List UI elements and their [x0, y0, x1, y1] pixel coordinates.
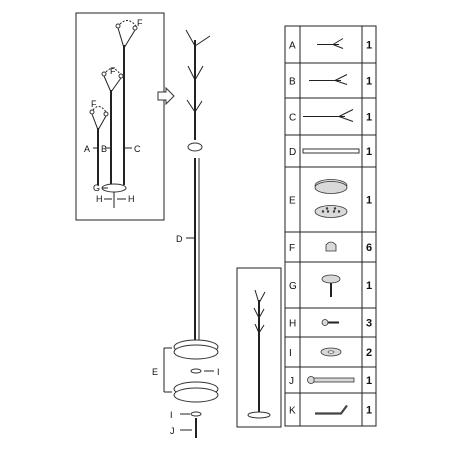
- part-quantity: 1: [366, 195, 372, 207]
- part-quantity: 1: [366, 375, 372, 387]
- part-letter: B: [289, 77, 296, 88]
- f-indicator-top: [119, 20, 137, 27]
- label-h2: H: [128, 194, 135, 204]
- assembled-preview: [236, 267, 282, 428]
- detail-box-frame: [75, 12, 165, 221]
- connector-screw-icon: [321, 274, 341, 297]
- preview-frame: [236, 267, 282, 428]
- label-i1: I: [217, 367, 220, 377]
- label-d: D: [176, 234, 183, 244]
- label-i2: I: [170, 410, 173, 420]
- label-f1: F: [137, 18, 143, 28]
- label-g: G: [93, 183, 100, 193]
- label-a: A: [84, 144, 90, 154]
- label-c: C: [134, 144, 141, 154]
- f-indicator-low: [92, 106, 107, 113]
- branch-c-drawing: [115, 23, 138, 185]
- part-letter: H: [289, 319, 296, 330]
- main-connector: [187, 142, 203, 152]
- label-e: E: [152, 367, 158, 377]
- part-quantity: 3: [366, 318, 372, 330]
- short-branch-icon: [317, 38, 344, 49]
- part-letter: D: [289, 147, 296, 158]
- allen-key-icon: [315, 404, 348, 415]
- direction-arrow-icon: [157, 86, 175, 106]
- detail-box: F F F A B C G H H: [75, 12, 165, 221]
- washer-icon: [320, 347, 342, 357]
- f-indicator-mid: [105, 68, 121, 75]
- end-cap-icon: [325, 241, 337, 252]
- label-h1: H: [96, 194, 103, 204]
- main-exploded-view: D E I I J: [152, 29, 220, 438]
- base-plates-icon: [314, 179, 348, 218]
- part-letter: C: [289, 113, 296, 124]
- part-quantity: 1: [366, 405, 372, 417]
- small-screw-icon: [321, 319, 339, 326]
- part-letter: I: [289, 348, 292, 359]
- part-quantity: 2: [366, 347, 372, 359]
- part-quantity: 1: [366, 40, 372, 52]
- branch-b-drawing: [101, 71, 124, 185]
- long-branch-icon: [303, 109, 354, 122]
- part-quantity: 1: [366, 76, 372, 88]
- label-j: J: [170, 426, 175, 436]
- label-f3: F: [91, 99, 97, 109]
- part-letter: J: [289, 376, 294, 387]
- part-letter: A: [289, 41, 296, 52]
- part-quantity: 1: [366, 146, 372, 158]
- long-bolt-icon: [307, 376, 355, 384]
- part-quantity: 6: [366, 242, 372, 254]
- part-letter: E: [289, 196, 296, 207]
- medium-branch-icon: [309, 74, 348, 85]
- part-quantity: 1: [366, 112, 372, 124]
- part-letter: F: [289, 243, 295, 254]
- label-b: B: [101, 144, 107, 154]
- part-quantity: 1: [366, 280, 372, 292]
- branch-a-drawing: [89, 109, 109, 185]
- parts-table-frame: [284, 25, 377, 427]
- label-f2: F: [110, 66, 116, 76]
- part-letter: K: [289, 406, 296, 417]
- pole-icon: [302, 148, 360, 154]
- part-letter: G: [289, 281, 297, 292]
